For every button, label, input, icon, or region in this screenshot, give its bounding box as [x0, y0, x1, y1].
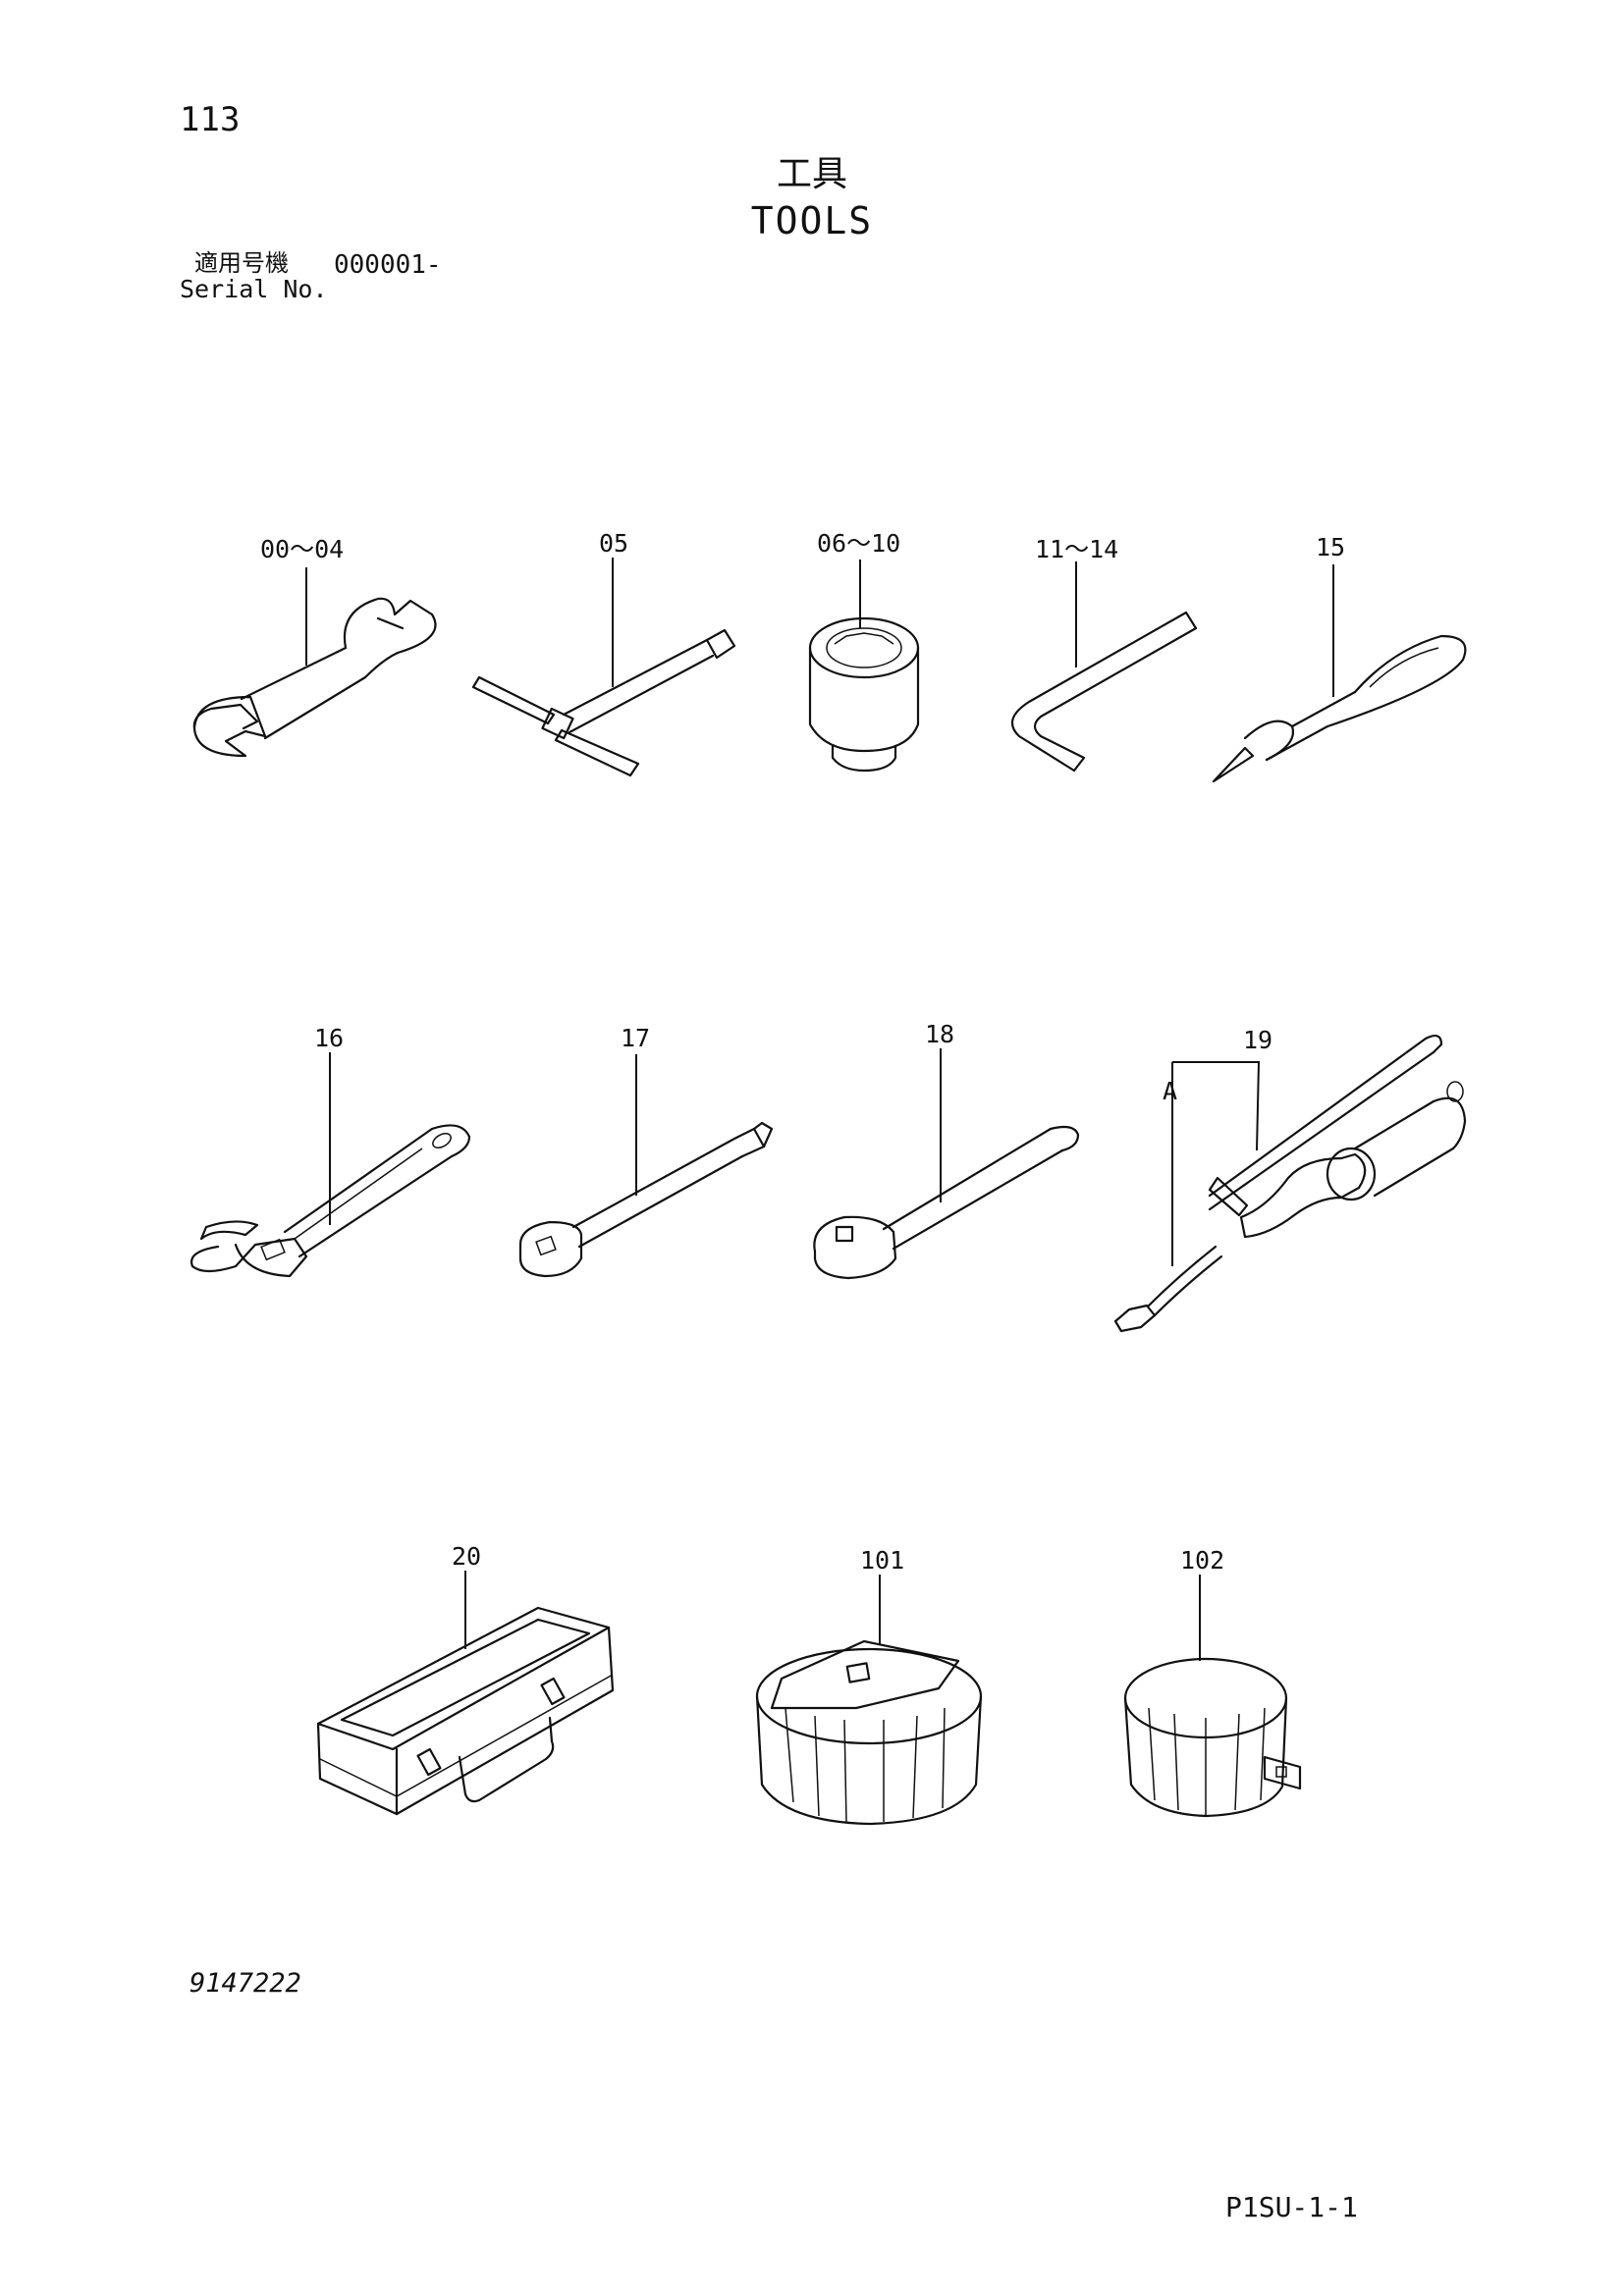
tool-box-drawing	[316, 1571, 615, 1816]
ratchet-handle-drawing	[813, 1048, 1080, 1280]
callout-102: 102	[1180, 1546, 1224, 1575]
callout-16: 16	[314, 1024, 344, 1052]
grease-gun-drawing	[1113, 1034, 1467, 1333]
callout-17: 17	[621, 1024, 650, 1052]
page-title-japanese: 工具	[776, 154, 847, 194]
page-number: 113	[180, 100, 241, 139]
hex-key-drawing	[1010, 561, 1198, 773]
callout-00-04: 00～04	[260, 535, 344, 563]
extension-bar-drawing	[518, 1054, 774, 1278]
open-end-wrench-drawing	[192, 567, 437, 758]
page-title: TOOLS	[750, 199, 874, 242]
filter-wrench-band-drawing	[1123, 1575, 1302, 1818]
socket-drawing	[808, 560, 920, 773]
serial-label: Serial No.	[180, 275, 328, 303]
sheet-code: P1SU-1-1	[1225, 2191, 1358, 2223]
callout-11-14: 11～14	[1035, 535, 1118, 563]
callout-20: 20	[452, 1542, 481, 1571]
t-handle-wrench-drawing	[471, 558, 736, 777]
adjustable-wrench-drawing	[189, 1052, 471, 1278]
serial-label-japanese: 適用号機	[194, 249, 289, 277]
callout-06-10: 06～10	[817, 529, 900, 558]
callout-05: 05	[599, 529, 628, 558]
callout-18: 18	[925, 1020, 954, 1048]
callout-15: 15	[1316, 533, 1345, 561]
filter-wrench-cap-drawing	[755, 1575, 983, 1826]
drawing-number: 9147222	[189, 1968, 301, 1999]
callout-101: 101	[860, 1546, 904, 1575]
callout-19: 19	[1243, 1026, 1272, 1054]
callout-a: A	[1163, 1077, 1177, 1105]
serial-number-range: 000001-	[334, 250, 442, 280]
screwdriver-drawing	[1212, 564, 1467, 783]
